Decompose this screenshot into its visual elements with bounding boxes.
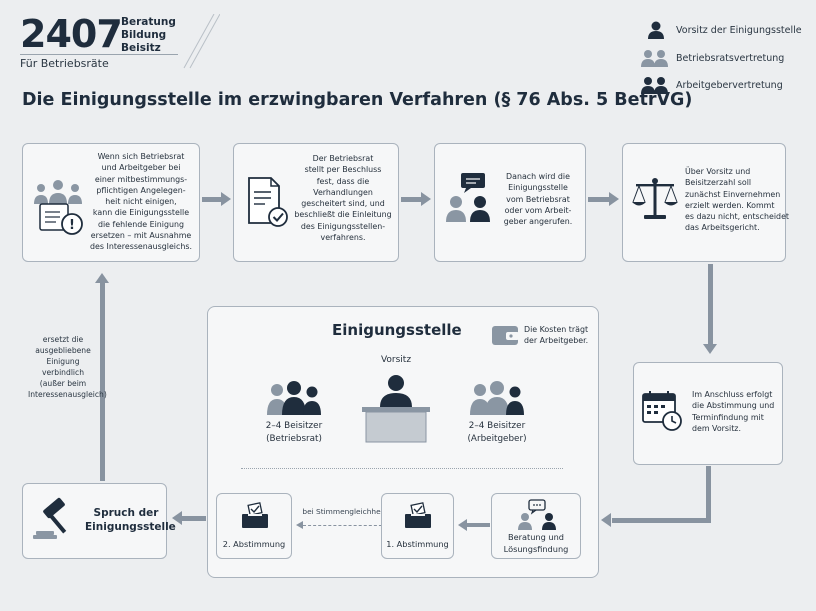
side-note: ersetzt die ausgebliebene Einigung verbi… [28,335,107,399]
step-2-text: Der Betriebsrat stellt per Beschluss fes… [294,154,392,243]
scales-icon [632,178,678,219]
person-dark-icon [648,21,664,39]
conflict-people-icon: ! [34,180,83,235]
people-dark-icon [641,77,668,94]
beratung-label: Beratung und Lösungsfindung [503,532,569,554]
gavel-icon [33,497,67,539]
people-grey-icon [641,50,668,67]
people-discussion-icon [518,499,556,530]
arrow-head [703,344,717,354]
cost-note: Die Kosten trägt der Arbeitgeber. [524,325,589,346]
arrow-head [609,192,619,206]
brand-subtitle: Für Betriebsräte [20,57,109,70]
arrow-head [421,192,431,206]
panel-divider [241,468,563,469]
arrow-spruch-step1 [100,282,105,481]
brand-line-1: Beratung [121,16,176,28]
arrow-head [601,513,611,527]
brand-underline [20,54,178,55]
arrow-head [172,511,182,525]
chair-label: Vorsitz [380,355,412,365]
brand-slash-decoration [183,14,220,69]
step-2-box: Der Betriebsrat stellt per Beschluss fes… [233,143,399,262]
step-4-text: Über Vorsitz und Beisitzerzahl soll zunä… [685,167,790,233]
left-group-label: 2–4 Beisitzer (Betriebsrat) [265,421,323,444]
beratung-box: Beratung und Lösungsfindung [491,493,581,559]
people-speech-icon [446,173,490,222]
spruch-label: Spruch der Einigungsstelle [85,507,176,533]
brand-logo: 2407 Beratung Bildung Beisitz Für Betrie… [20,12,220,74]
legend-label-betriebsrat: Betriebsratsvertretung [676,53,785,64]
step-5-box: Im Anschluss erfolgt die Abstimmung und … [633,362,783,465]
ballot-box-icon [405,502,431,528]
chair-person-desk-icon [362,375,430,443]
arrow-head [458,519,467,531]
arrow-head [95,273,109,283]
arrow-step5-beratung-vertical [706,466,711,523]
vote-2-label: 2. Abstimmung [222,539,286,549]
document-check-icon [248,177,288,227]
legend-label-arbeitgeber: Arbeitgebervertretung [676,80,783,91]
arrow-beratung-vote1 [466,523,490,527]
ballot-box-icon [242,502,268,528]
arrow-step3-step4 [588,197,610,202]
legend: Vorsitz der Einigungsstelle Betriebsrats… [640,20,816,100]
tie-arrow-head [296,521,303,529]
calendar-clock-icon [642,391,682,431]
arrow-step4-step5 [708,264,713,345]
vote-1-box: 1. Abstimmung [381,493,454,559]
brand-line-2: Bildung [121,29,167,41]
vote-2-box: 2. Abstimmung [216,493,292,559]
arrow-panel-spruch [181,516,206,521]
arrow-step1-step2 [202,197,222,202]
wallet-icon [492,326,519,345]
step-1-text: Wenn sich Betriebsrat und Arbeitgeber be… [90,152,192,252]
step-3-box: Danach wird die Einigungsstelle vom Betr… [434,143,586,262]
step-5-text: Im Anschluss erfolgt die Abstimmung und … [692,390,775,433]
legend-label-chair: Vorsitz der Einigungsstelle [676,25,802,36]
step-4-box: Über Vorsitz und Beisitzerzahl soll zunä… [622,143,790,262]
arrow-head [221,192,231,206]
svg-text:!: ! [69,218,75,233]
einigungsstelle-panel: Einigungsstelle Die Kosten trägt der Arb… [207,306,599,578]
step-1-box: ! Wenn sich Betriebsrat und Arbeitgeber … [22,143,200,262]
brand-line-3: Beisitz [121,42,161,54]
betriebsrat-group-icon [267,381,321,415]
step-3-text: Danach wird die Einigungsstelle vom Betr… [503,172,573,227]
brand-number: 2407 [20,12,123,56]
einigungsstelle-title: Einigungsstelle [332,321,462,339]
tie-note: bei Stimmengleichheit [302,507,386,516]
arrow-step2-step3 [401,197,422,202]
tie-dashed-line [303,525,387,526]
page-title: Die Einigungsstelle im erzwingbaren Verf… [22,90,693,110]
spruch-box: Spruch der Einigungsstelle [22,483,176,559]
arrow-step5-beratung-horizontal [612,518,711,523]
right-group-label: 2–4 Beisitzer (Arbeitgeber) [467,421,527,444]
arbeitgeber-group-icon [470,381,524,415]
vote-1-label: 1. Abstimmung [386,539,449,549]
